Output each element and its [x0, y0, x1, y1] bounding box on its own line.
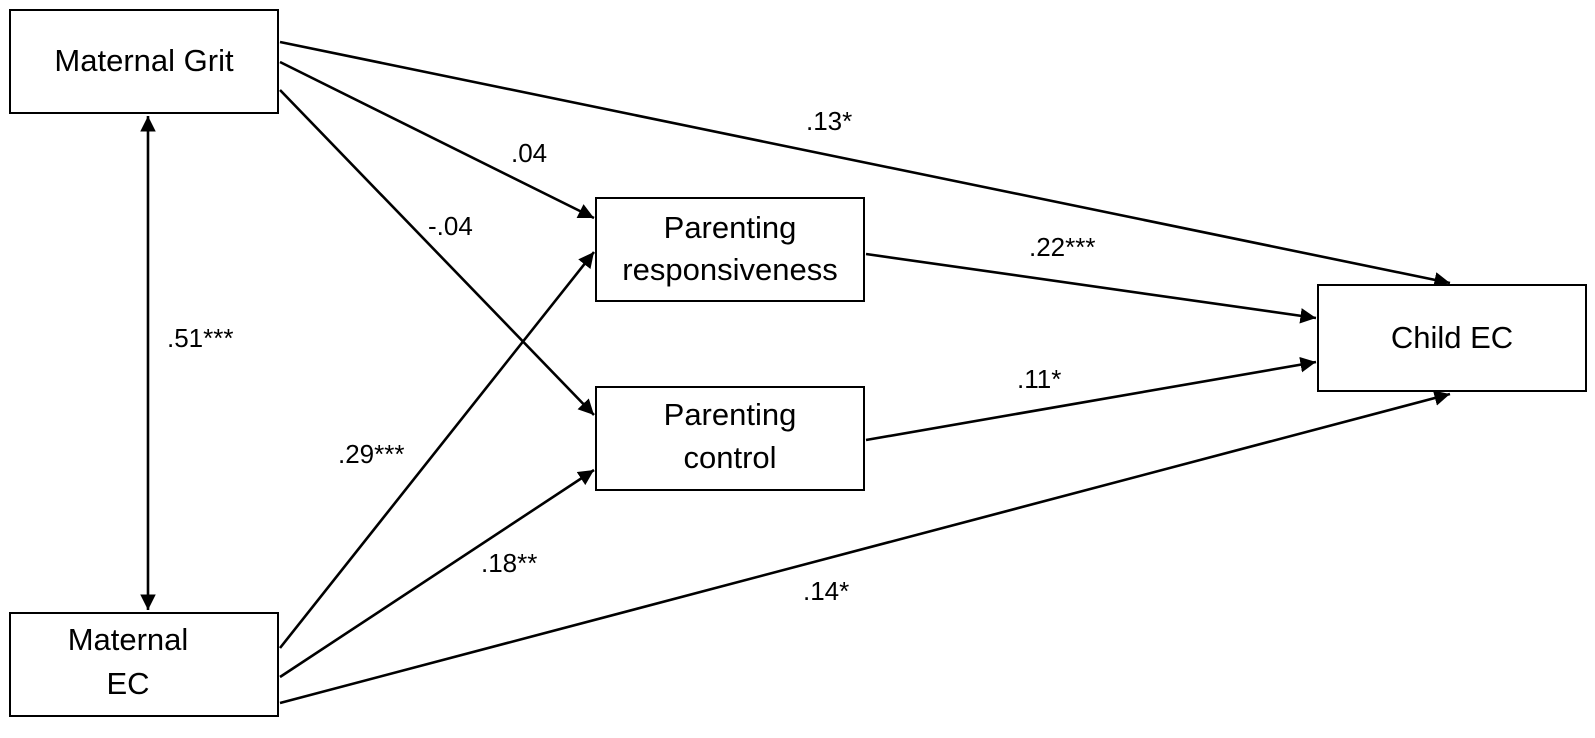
node-parenting-control-label-line1: Parenting	[664, 397, 797, 432]
edge-responsiveness-to-child	[865, 252, 1317, 324]
node-maternal-ec-label-line1: Maternal	[68, 622, 189, 657]
label-grit-to-child: .13*	[806, 106, 852, 136]
label-ec-to-responsiveness: .29***	[338, 439, 405, 469]
edge-ec-to-child	[279, 390, 1451, 705]
label-control-to-child: .11*	[1017, 364, 1061, 394]
node-parenting-responsiveness-label-line2: responsiveness	[622, 252, 837, 287]
node-parenting-responsiveness: Parenting responsiveness	[595, 197, 865, 302]
edge-grit-to-child	[279, 40, 1451, 288]
nodes: Maternal Grit Maternal EC Parenting resp…	[9, 9, 1587, 717]
label-responsiveness-to-child: .22***	[1029, 232, 1096, 262]
label-grit-to-control: -.04	[428, 211, 473, 241]
label-ec-to-control: .18**	[481, 548, 537, 578]
node-maternal-ec: Maternal EC	[9, 612, 279, 717]
edge-grit-to-responsiveness	[279, 60, 595, 220]
node-child-ec: Child EC	[1317, 284, 1587, 392]
label-ec-to-child: .14*	[803, 576, 849, 606]
edges	[140, 40, 1451, 705]
label-grit-ec-correlation: .51***	[167, 323, 234, 353]
edge-ec-to-control	[279, 468, 595, 679]
edge-grit-to-control	[279, 89, 595, 416]
edge-labels: .51*** .04 -.04 .13* .29*** .18** .14* .…	[167, 106, 1096, 606]
node-parenting-responsiveness-label-line1: Parenting	[664, 210, 797, 245]
node-parenting-control-label-line2: control	[683, 440, 776, 475]
node-child-ec-label: Child EC	[1391, 320, 1513, 355]
node-maternal-grit-label: Maternal Grit	[54, 43, 234, 78]
edge-control-to-child	[865, 356, 1317, 442]
edge-ec-to-responsiveness	[278, 251, 596, 649]
node-maternal-grit: Maternal Grit	[9, 9, 279, 114]
label-grit-to-responsiveness: .04	[511, 138, 547, 168]
node-maternal-ec-label-line2: EC	[106, 666, 149, 701]
node-parenting-control: Parenting control	[595, 386, 865, 491]
